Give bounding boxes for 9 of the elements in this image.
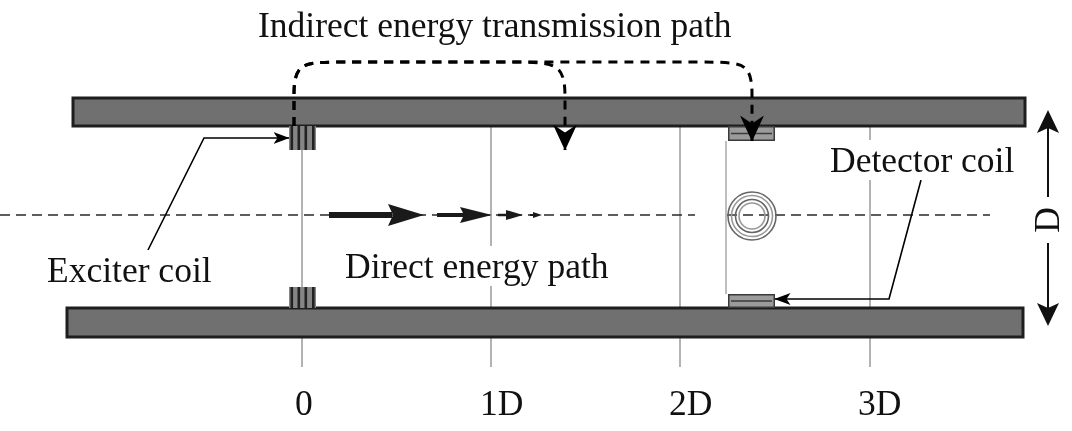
leader-line (147, 132, 290, 251)
arrow (292, 60, 577, 151)
path-label: Direct energy path (345, 246, 609, 286)
coil (728, 294, 775, 308)
coil (289, 287, 316, 308)
leader-line (774, 179, 922, 305)
callout-label: Detector coil (830, 140, 1015, 180)
dimension-label: D (1032, 207, 1062, 233)
coil (289, 126, 316, 150)
